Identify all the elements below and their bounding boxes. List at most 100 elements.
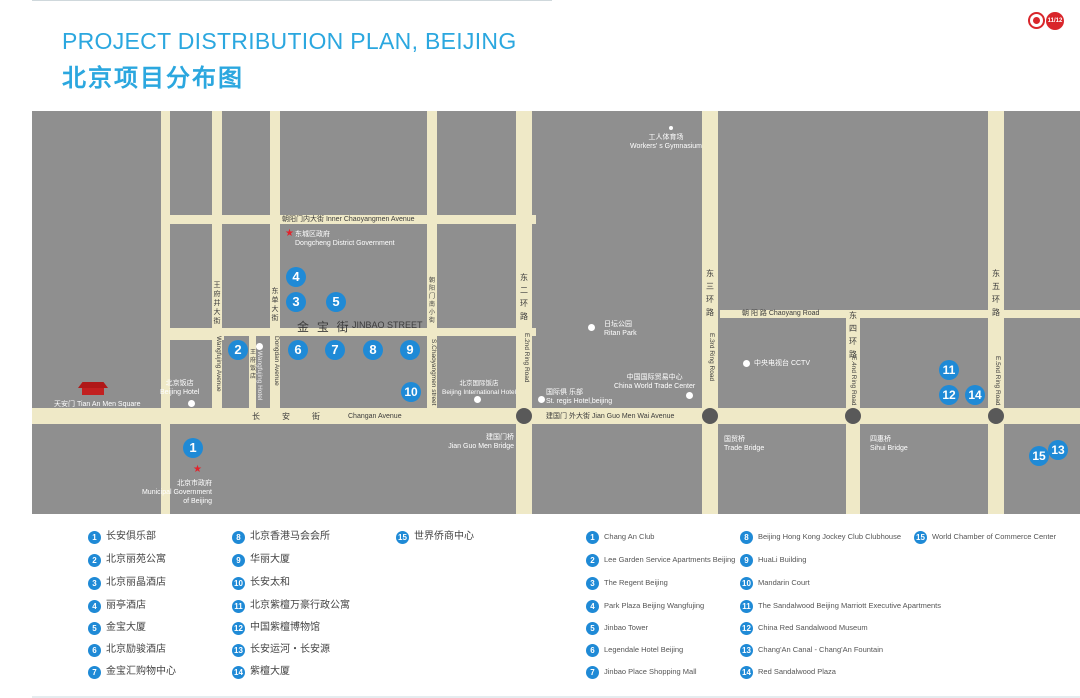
legend-number: 3 [586,576,599,590]
road-inner-chaoyangmen [164,215,536,224]
landmark-st-regis: 国际俱 乐部 St. regis Hotel,beijing [546,389,613,405]
road-label-chaoyang: 朝 阳 路 Chaoyang Road [742,310,820,317]
road-label-changan-2: 安 [282,412,290,421]
project-marker-1[interactable]: 1 [183,438,203,458]
project-marker-15[interactable]: 15 [1029,446,1049,466]
landmark-dot-beijing-hotel [188,400,195,407]
project-marker-2[interactable]: 2 [228,340,248,360]
legend-label: Mandarin Court [758,578,810,587]
road-label-ring2-cn: 东二环路 [520,273,528,321]
legend-en-item-1[interactable]: 1 Chang An Club [586,530,654,544]
project-marker-7[interactable]: 7 [325,340,345,360]
page-title-en: PROJECT DISTRIBUTION PLAN, BEIJING [62,28,517,54]
legend-number: 15 [914,530,927,544]
project-marker-11[interactable]: 11 [939,360,959,380]
logo-mark-icon [1028,12,1045,29]
project-marker-13[interactable]: 13 [1048,440,1068,460]
project-marker-10[interactable]: 10 [401,382,421,402]
landmark-intl-hotel: 北京国际饭店 Beijing International Hotel [442,380,517,396]
road-label-wangfujing-cn: 王府井大街 [213,281,221,325]
landmark-world-trade: 中国国际贸易中心 China World Trade Center [614,374,696,390]
legend-label: 长安俱乐部 [106,531,156,542]
project-marker-4[interactable]: 4 [286,267,306,287]
landmark-dot-st-regis [538,396,545,403]
road-changan [32,408,1080,424]
legend-number: 5 [88,621,101,635]
legend-number: 4 [586,599,599,613]
legend-label: 长安太和 [250,577,290,588]
legend-number: 8 [232,530,245,544]
page-title-cn: 北京项目分布图 [62,64,244,92]
junction-jianguomen [514,406,534,426]
landmark-dot-workers-gym [669,126,673,130]
legend-cn-item-7[interactable]: 7 金宝汇购物中心 [88,665,176,679]
legend-label: Lee Garden Service Apartments Beijing [604,555,736,564]
legend-label: 金宝汇购物中心 [106,666,176,677]
landmark-municipal: 北京市政府 Municipal Government of Beijing [141,480,212,505]
legend-label: 长安运河・长安源 [250,644,330,655]
road-wangfujing [212,111,222,408]
page-number-badge: 11/12 [1046,12,1064,30]
legend-number: 7 [88,665,101,679]
project-marker-14[interactable]: 14 [965,385,985,405]
road-label-ring3-cn: 东三环路 [706,269,714,317]
road-jinbao [164,328,536,336]
legend-number: 13 [740,643,753,657]
road-label-jianguomenwai: 建国门 外大街 Jian Guo Men Wai Avenue [546,413,675,420]
legend-number: 7 [586,665,599,679]
landmark-dot-cctv [743,360,750,367]
project-marker-9[interactable]: 9 [400,340,420,360]
star-icon: ★ [193,464,202,475]
project-marker-8[interactable]: 8 [363,340,383,360]
project-marker-12[interactable]: 12 [939,385,959,405]
road-label-jinbao-en: JINBAO STREET [352,320,423,330]
road-label-ring4-en: E.4nd Ring Road [850,356,857,406]
legend-label: 世界侨商中心 [414,531,474,542]
legend-number: 1 [586,530,599,544]
road-label-ring4-cn: 东四环路 [849,311,857,359]
legend-label: HuaLi Building [758,555,807,564]
road-wangfujing-hotel [249,336,256,408]
legend-label: 北京丽苑公寓 [106,554,166,565]
junction-sihui [843,406,863,426]
legend-label: 北京紫檀万豪行政公寓 [250,600,350,611]
road-municipal [164,424,170,514]
legend-label: Chang An Club [604,532,655,541]
legend-number: 8 [740,530,753,544]
legend-cn-item-8[interactable]: 8 北京香港马会会所 [232,530,330,544]
road-label-wangfujing-hotel-en: Wangfujing Hotel [256,351,263,401]
landmark-dot-ritan [588,324,595,331]
road-s-chaoyangmen [427,111,437,408]
project-marker-6[interactable]: 6 [288,340,308,360]
legend-label: 北京香港马会会所 [250,531,330,542]
project-marker-3[interactable]: 3 [286,292,306,312]
project-marker-5[interactable]: 5 [326,292,346,312]
